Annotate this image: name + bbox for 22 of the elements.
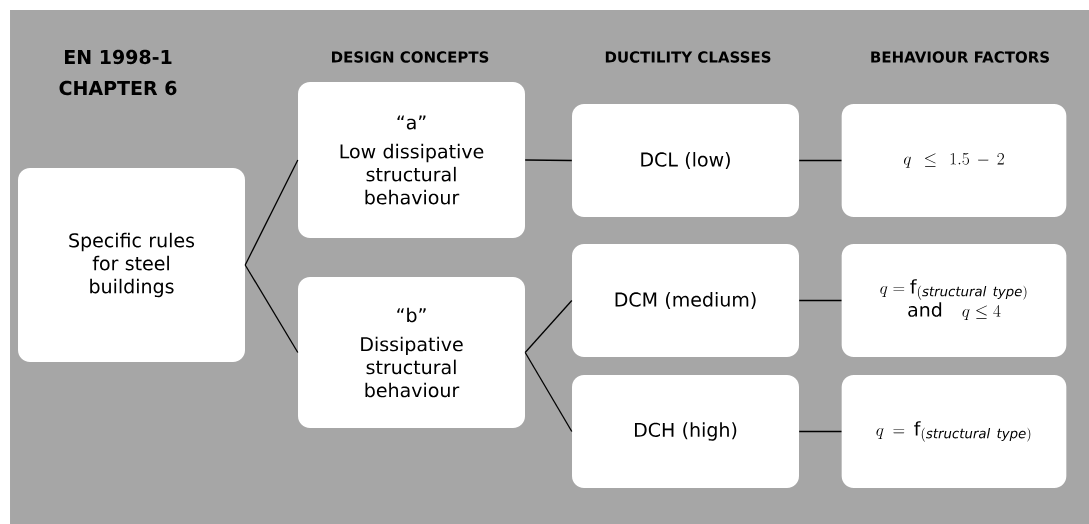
connector-line (244, 159, 299, 266)
connector-line (798, 430, 843, 433)
connector-line (798, 159, 843, 162)
process-box: $\begin{array}{c} q =\mathrm{f}_{\mathit{(structural\ type)}} \\ \mathrm{and}\quad q \leq 4 \end{array}$ (841, 244, 1067, 357)
heading: CHAPTER 6 (59, 80, 177, 96)
heading: BEHAVIOUR FACTORS (871, 51, 1049, 63)
process-box: DCL (low) (572, 104, 799, 217)
connector-line (524, 299, 573, 354)
heading: EN 1998-1 (65, 49, 172, 65)
process-box: “b” Dissipative structural behaviour (298, 277, 525, 428)
process-box: $q \leq 1.5 - 2$ (841, 104, 1067, 217)
process-box: Specific rules for steel buildings (18, 168, 245, 362)
process-box: “a” Low dissipative structural behaviour (298, 82, 525, 238)
connector-line (524, 159, 573, 162)
process-box: $q =\mathrm{f}_{\mathit{(structural\ type)}}$ (841, 375, 1067, 488)
connector-line (524, 351, 573, 433)
heading: DUCTILITY CLASSES (605, 51, 771, 63)
connector-line (244, 264, 299, 354)
process-box: DCM (medium) (572, 244, 799, 357)
heading: DESIGN CONCEPTS (332, 51, 489, 63)
connector-line (798, 299, 843, 302)
process-box: DCH (high) (572, 375, 799, 488)
